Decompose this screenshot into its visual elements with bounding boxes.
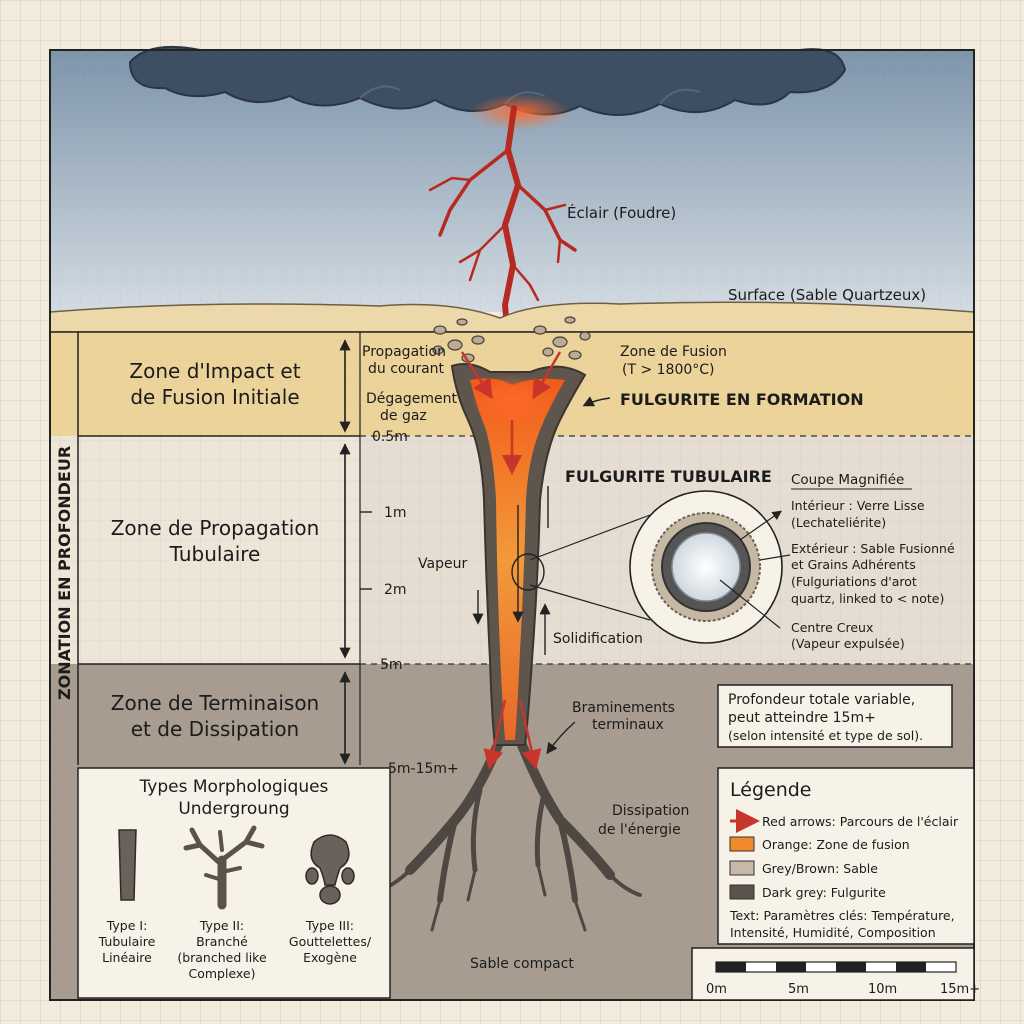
coupe-int-1: Intérieur : Verre Lisse [791,498,925,513]
depth-5m: 5m [380,657,403,673]
depth-5m-15m: 5m-15m+ [388,761,459,777]
diagram-frame [49,49,975,1001]
label-dissip-1: Dissipation [612,803,689,819]
label-fusion-1: Zone de Fusion [620,344,727,360]
zone1-line2: de Fusion Initiale [130,385,299,409]
coupe-ext-2: et Grains Adhérents [791,557,916,572]
label-eclair: Éclair (Foudre) [567,203,676,222]
depth-2m: 2m [384,582,407,598]
surface-sand [49,301,975,333]
label-bram-1: Braminements [572,700,675,716]
sand-debris [432,316,591,363]
label-dissip-2: de l'énergie [598,822,681,838]
type1-l1: Type I: [106,918,148,933]
label-sable-compact: Sable compact [470,956,574,972]
zone1-line1: Zone d'Impact et [129,359,300,383]
label-degagement-1: Dégagement [366,391,457,407]
types-box: Types Morphologiques Undergroung Type I:… [77,767,391,999]
storm-cloud [128,45,847,130]
types-title-1: Types Morphologiques [139,777,329,797]
zone-labels: Zone d'Impact et de Fusion Initiale Zone… [111,359,320,741]
label-propagation-1: Propagation [362,344,446,360]
coupe-int-2: (Lechateliérite) [791,515,886,530]
type3-l2: Gouttelettes/ [289,934,372,949]
coupe-title: Coupe Magnifiée [791,472,904,488]
type2-l2: Branché [196,934,248,949]
label-arrows [472,396,611,755]
label-propagation-2: du courant [368,361,445,377]
zone3-line1: Zone de Terminaison [111,691,320,715]
type1-l3: Linéaire [102,950,152,965]
profondeur-line3: (selon intensité et type de sol). [728,728,923,743]
label-tubulaire: FULGURITE TUBULAIRE [565,467,772,486]
legend-text-1: Text: Paramètres clés: Température, [729,908,955,923]
coupe-ext-1: Extérieur : Sable Fusionné [791,541,955,556]
legend-item-arrows: Red arrows: Parcours de l'éclair [762,814,959,829]
profondeur-line2: peut atteindre 15m+ [728,710,876,726]
label-solidification: Solidification [553,631,643,647]
types-title-2: Undergroung [178,799,289,819]
depth-1m: 1m [384,505,407,521]
magnified-section [511,490,791,644]
type2-l1: Type II: [199,918,244,933]
coupe-centre-1: Centre Creux [791,620,873,635]
zone2-line1: Zone de Propagation [111,516,320,540]
depth-scale [339,339,372,765]
label-vapeur: Vapeur [418,556,467,572]
label-formation: FULGURITE EN FORMATION [620,390,864,409]
label-degagement-2: de gaz [380,408,427,424]
type3-l1: Type III: [305,918,354,933]
scale-10: 10m [868,982,897,997]
legend-item-sand: Grey/Brown: Sable [762,861,878,876]
profondeur-box: Profondeur totale variable, peut atteind… [717,684,953,748]
type1-icon [118,829,137,901]
label-bram-2: terminaux [592,717,664,733]
scale-15: 15m+ [940,982,980,997]
depth-labels: 0.5m 1m 2m 5m 5m-15m+ [372,429,459,777]
legend-text-2: Intensité, Humidité, Composition [730,925,936,940]
coupe-ext-3: (Fulguriations d'arot [791,574,917,589]
scale-bar: 0m 5m 10m 15m+ [691,947,980,1001]
type2-l4: Complexe) [188,966,255,981]
scale-5: 5m [788,982,809,997]
current-arrows [460,351,562,770]
label-surface: Surface (Sable Quartzeux) [728,286,926,304]
type2-icon [183,825,265,910]
lightning-bolt [428,105,577,363]
depth-0-5m: 0.5m [372,429,408,445]
coupe-centre-2: (Vapeur expulsée) [791,636,905,651]
coupe-ext-4: quartz, linked to < note) [791,591,944,606]
label-fusion-2: (T > 1800°C) [622,362,715,378]
scale-0: 0m [706,982,727,997]
type3-icon [305,834,355,905]
type2-l3: (branched like [177,950,267,965]
legend-title: Légende [730,779,811,801]
legend: Légende Red arrows: Parcours de l'éclair… [717,767,975,945]
profondeur-line1: Profondeur totale variable, [728,692,915,708]
legend-item-orange: Orange: Zone de fusion [762,837,910,852]
zone2-line2: Tubulaire [169,542,261,566]
zone3-line2: et de Dissipation [131,717,299,741]
side-title: ZONATION EN PROFONDEUR [55,446,74,700]
legend-item-fulgurite: Dark grey: Fulgurite [762,885,886,900]
type1-l2: Tubulaire [98,934,156,949]
type3-l3: Exogène [303,950,357,965]
